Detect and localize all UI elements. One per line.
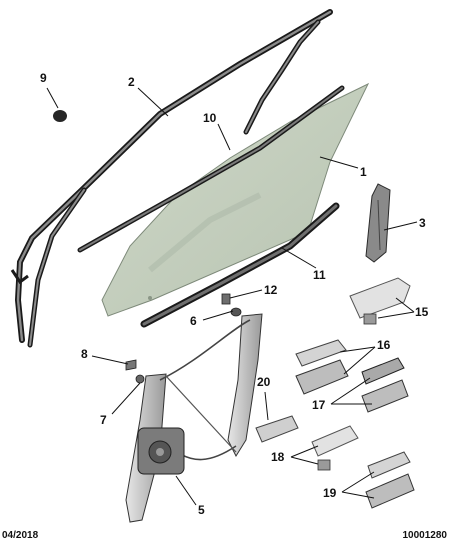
- callout-15: 15: [415, 305, 429, 319]
- callout-10: 10: [203, 111, 217, 125]
- callout-17: 17: [312, 398, 326, 412]
- callout-12: 12: [264, 283, 278, 297]
- callout-3: 3: [419, 216, 426, 230]
- callout-6: 6: [190, 314, 197, 328]
- callout-numbers: 1 2 3 5 6 7 8 9 10 11 12 15 16 17 18 19 …: [40, 71, 429, 517]
- switch-panel-19: [365, 451, 415, 509]
- callout-16: 16: [377, 338, 391, 352]
- callout-11: 11: [313, 268, 326, 282]
- date-code: 04/2018: [2, 530, 39, 541]
- callout-8: 8: [81, 347, 88, 361]
- switch-single: [349, 277, 411, 325]
- window-regulator: [125, 313, 263, 523]
- clip-fastener: [221, 293, 242, 317]
- grommet: [53, 110, 67, 122]
- callout-19: 19: [323, 486, 337, 500]
- inner-weatherstrip: [140, 202, 340, 328]
- switch-20: [255, 415, 299, 443]
- doc-number: 10001280: [402, 530, 448, 541]
- outer-weatherstrip: [77, 85, 345, 253]
- window-glass: [101, 82, 370, 317]
- callout-20: 20: [257, 375, 271, 389]
- small-fasteners: [125, 359, 145, 384]
- door-frame-seal: [10, 9, 333, 348]
- callout-2: 2: [128, 75, 135, 89]
- leader-lines: [46, 87, 418, 506]
- switch-18: [311, 425, 359, 471]
- callout-7: 7: [100, 413, 107, 427]
- callout-18: 18: [271, 450, 285, 464]
- switch-panel-lower: [361, 357, 409, 413]
- callout-1: 1: [360, 165, 367, 179]
- switch-panel-upper: [295, 339, 349, 395]
- callout-5: 5: [198, 503, 205, 517]
- callout-9: 9: [40, 71, 47, 85]
- window-guide-rail: [365, 183, 391, 263]
